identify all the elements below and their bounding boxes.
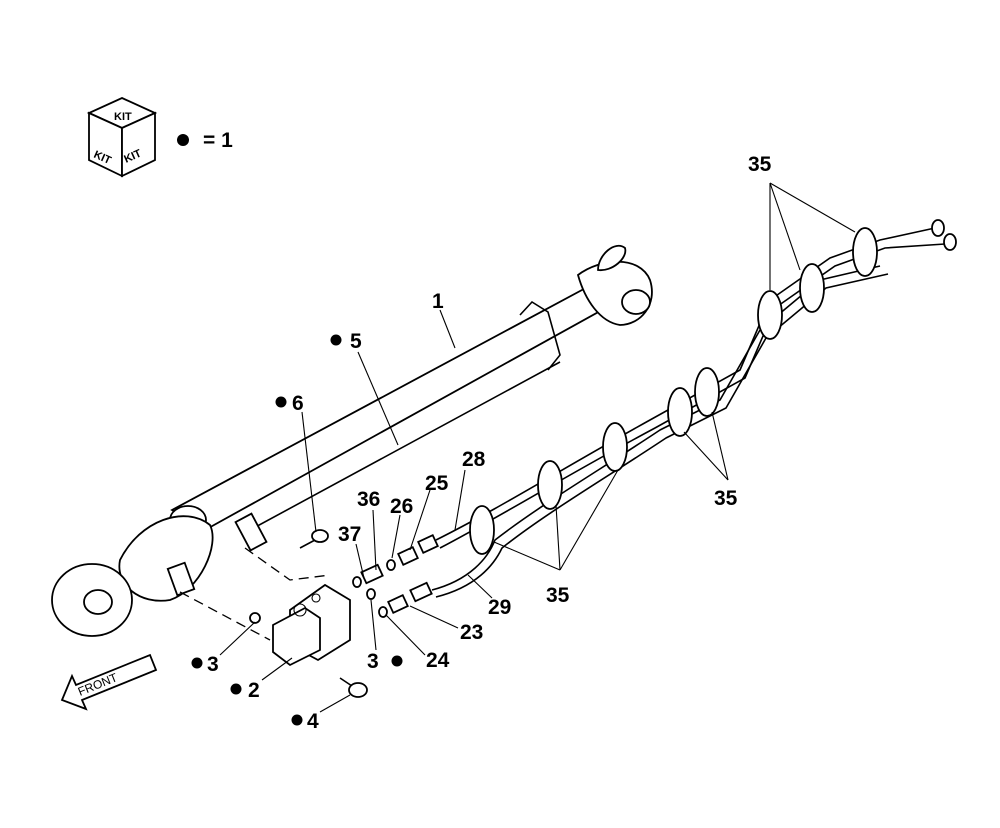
kit-equals-text: = 1 — [203, 129, 233, 152]
callout-29: 29 — [488, 596, 511, 619]
valve-block — [272, 583, 351, 667]
callout-24: 24 — [426, 649, 450, 672]
callout-28: 28 — [462, 448, 486, 471]
callout-35-top: 35 — [748, 153, 772, 176]
kit-dot-4 — [291, 714, 303, 726]
bolt-part-4 — [339, 677, 368, 698]
front-arrow: FRONT — [60, 653, 158, 711]
bolt-part-6 — [299, 529, 329, 549]
callout-26: 26 — [390, 495, 413, 518]
callout-3b: 3 — [367, 650, 379, 673]
callout-35-right: 35 — [714, 487, 738, 510]
callout-25: 25 — [425, 472, 449, 495]
callout-3a: 3 — [207, 653, 219, 676]
tube-clamps — [469, 227, 878, 555]
callout-23: 23 — [460, 621, 483, 644]
callout-2: 2 — [248, 679, 260, 702]
callout-5: 5 — [350, 330, 362, 353]
kit-dot-icon — [177, 134, 189, 146]
callout-1: 1 — [432, 290, 444, 313]
kit-dots — [191, 334, 403, 726]
kit-legend: KIT KIT KIT = 1 — [86, 97, 233, 178]
callout-4: 4 — [307, 710, 319, 733]
kit-dot-3a — [191, 657, 203, 669]
hydraulic-cylinder — [51, 245, 653, 641]
callout-37: 37 — [338, 523, 361, 546]
callout-36: 36 — [357, 488, 380, 511]
leader-lines — [219, 182, 856, 713]
kit-dot-5 — [330, 334, 342, 346]
callout-35-bottom: 35 — [546, 584, 570, 607]
hydraulic-tubes — [431, 219, 957, 598]
kit-box-icon: KIT KIT KIT — [86, 97, 158, 178]
callout-labels: 1 5 6 36 26 25 28 37 29 23 24 3 3 2 4 35… — [207, 153, 772, 733]
callout-6: 6 — [292, 392, 304, 415]
fittings — [249, 533, 439, 624]
kit-dot-2 — [230, 683, 242, 695]
kit-dot-3b — [391, 655, 403, 667]
kit-dot-6 — [275, 396, 287, 408]
kit-label-top: KIT — [114, 111, 132, 123]
